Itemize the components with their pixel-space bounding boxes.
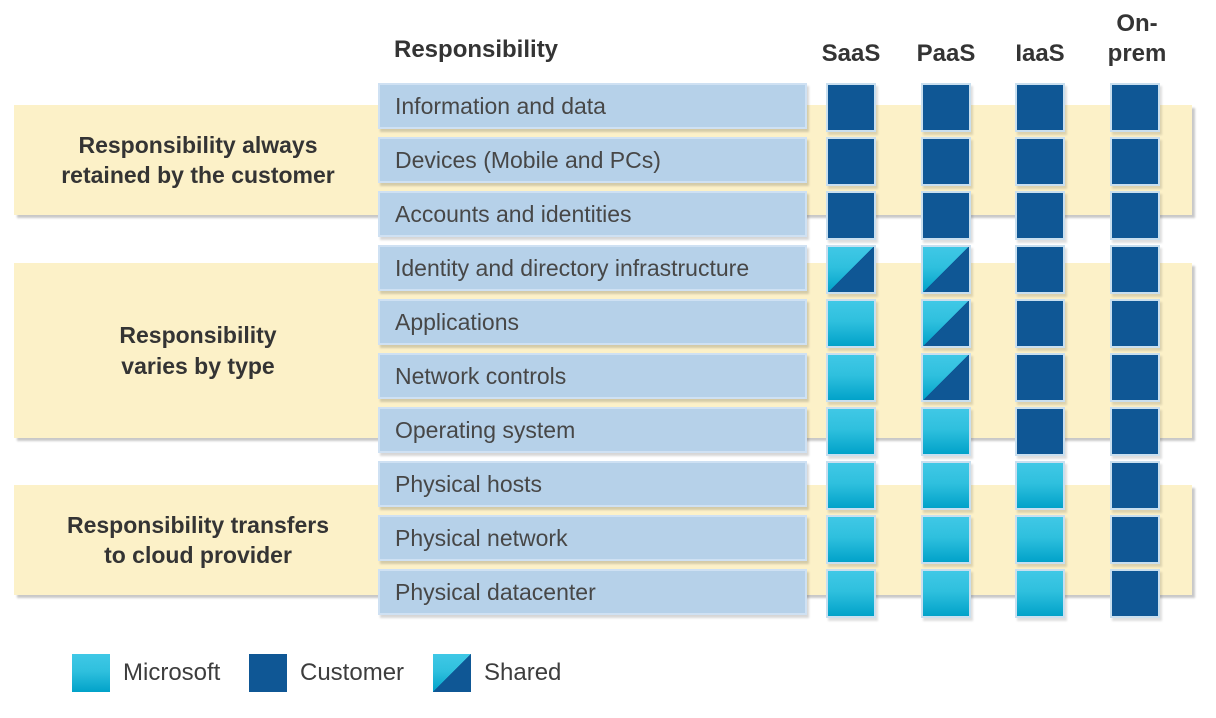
- customer-color-swatch: [249, 654, 287, 692]
- row-label: Identity and directory infrastructure: [395, 254, 750, 281]
- column-header-iaas: IaaS: [1015, 39, 1065, 67]
- legend-label: Microsoft: [123, 659, 221, 686]
- cell-iaas-operating-system: [1015, 407, 1065, 456]
- legend-label: Shared: [484, 659, 562, 686]
- row-label: Physical datacenter: [395, 578, 596, 605]
- cell-paas-devices-mobile-and-pcs: [921, 137, 971, 186]
- legend-item-shared: Shared: [433, 653, 561, 693]
- row-label: Network controls: [395, 362, 567, 389]
- cell-iaas-identity-and-directory-infrastructure: [1015, 245, 1065, 294]
- cell-on-prem-accounts-and-identities: [1110, 191, 1160, 240]
- cell-saas-identity-and-directory-infrastructure: [826, 245, 876, 294]
- row-label: Operating system: [395, 416, 576, 443]
- row-identity-and-directory-infrastructure: Identity and directory infrastructure: [378, 245, 807, 291]
- group-label-1: Responsibility always retained by the cus…: [36, 105, 360, 215]
- cell-saas-physical-network: [826, 515, 876, 564]
- cell-saas-physical-datacenter: [826, 569, 876, 618]
- row-devices-mobile-and-pcs: Devices (Mobile and PCs): [378, 137, 807, 183]
- legend-item-customer: Customer: [249, 653, 404, 693]
- row-label: Physical network: [395, 524, 568, 551]
- cell-iaas-network-controls: [1015, 353, 1065, 402]
- cell-on-prem-physical-network: [1110, 515, 1160, 564]
- cell-saas-physical-hosts: [826, 461, 876, 510]
- column-header-paas: PaaS: [916, 39, 976, 67]
- cell-paas-accounts-and-identities: [921, 191, 971, 240]
- cell-paas-physical-datacenter: [921, 569, 971, 618]
- cell-iaas-devices-mobile-and-pcs: [1015, 137, 1065, 186]
- legend-label: Customer: [300, 659, 405, 686]
- cell-paas-physical-network: [921, 515, 971, 564]
- group-label-line: to cloud provider: [104, 542, 292, 568]
- cell-saas-information-and-data: [826, 83, 876, 132]
- cell-saas-applications: [826, 299, 876, 348]
- cell-paas-applications: [921, 299, 971, 348]
- row-information-and-data: Information and data: [378, 83, 807, 129]
- cell-paas-identity-and-directory-infrastructure: [921, 245, 971, 294]
- cell-on-prem-operating-system: [1110, 407, 1160, 456]
- group-label-2: Responsibility varies by type: [36, 263, 360, 438]
- responsibility-column-header: Responsibility: [394, 36, 559, 63]
- cell-iaas-applications: [1015, 299, 1065, 348]
- cell-saas-operating-system: [826, 407, 876, 456]
- row-operating-system: Operating system: [378, 407, 807, 453]
- cell-saas-devices-mobile-and-pcs: [826, 137, 876, 186]
- group-label-line: Responsibility: [119, 322, 277, 349]
- row-label: Physical hosts: [395, 470, 543, 497]
- cell-iaas-physical-network: [1015, 515, 1065, 564]
- cell-on-prem-applications: [1110, 299, 1160, 348]
- legend-item-microsoft: Microsoft: [72, 653, 220, 693]
- cell-paas-network-controls: [921, 353, 971, 402]
- row-physical-network: Physical network: [378, 515, 807, 561]
- group-label-line: Responsibility always: [78, 131, 318, 158]
- row-label: Devices (Mobile and PCs): [395, 146, 661, 173]
- cell-paas-physical-hosts: [921, 461, 971, 510]
- group-label-line: varies by type: [121, 352, 275, 379]
- group-label-line: retained by the customer: [61, 162, 335, 188]
- cell-paas-information-and-data: [921, 83, 971, 132]
- row-physical-hosts: Physical hosts: [378, 461, 807, 507]
- cell-iaas-physical-datacenter: [1015, 569, 1065, 618]
- row-accounts-and-identities: Accounts and identities: [378, 191, 807, 237]
- cell-on-prem-physical-hosts: [1110, 461, 1160, 510]
- column-header-saas: SaaS: [821, 39, 881, 67]
- cell-saas-accounts-and-identities: [826, 191, 876, 240]
- row-network-controls: Network controls: [378, 353, 807, 399]
- cell-on-prem-identity-and-directory-infrastructure: [1110, 245, 1160, 294]
- row-physical-datacenter: Physical datacenter: [378, 569, 807, 615]
- shared-color-swatch: [433, 654, 471, 692]
- microsoft-color-swatch: [72, 654, 110, 692]
- cell-on-prem-information-and-data: [1110, 83, 1160, 132]
- cell-iaas-information-and-data: [1015, 83, 1065, 132]
- cell-iaas-physical-hosts: [1015, 461, 1065, 510]
- cell-on-prem-physical-datacenter: [1110, 569, 1160, 618]
- cell-iaas-accounts-and-identities: [1015, 191, 1065, 240]
- row-label: Information and data: [395, 92, 606, 119]
- row-label: Accounts and identities: [395, 200, 632, 227]
- cell-saas-network-controls: [826, 353, 876, 402]
- cell-paas-operating-system: [921, 407, 971, 456]
- cell-on-prem-devices-mobile-and-pcs: [1110, 137, 1160, 186]
- group-label-3: Responsibility transfers to cloud provide…: [36, 485, 360, 595]
- row-label: Applications: [395, 308, 520, 335]
- column-header-on-prem: On-prem: [1107, 10, 1167, 67]
- row-applications: Applications: [378, 299, 807, 345]
- cell-on-prem-network-controls: [1110, 353, 1160, 402]
- group-label-line: Responsibility transfers: [66, 511, 330, 538]
